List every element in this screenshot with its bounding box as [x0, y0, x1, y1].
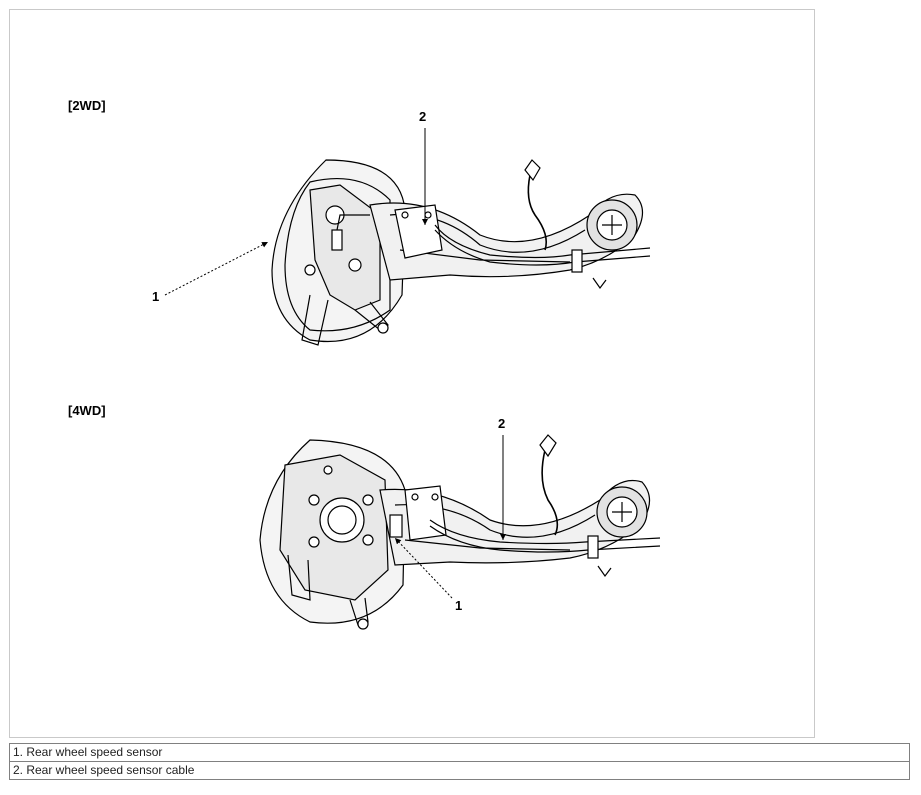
- rear-axle-diagram: [2WD] 1 2: [68, 98, 661, 630]
- legend-table: 1. Rear wheel speed sensor 2. Rear wheel…: [9, 743, 910, 780]
- callout-4wd-1: 1: [455, 598, 462, 613]
- assembly-2wd: [271, 159, 651, 346]
- section-4wd-label: [4WD]: [68, 403, 106, 418]
- legend-item-2: 2. Rear wheel speed sensor cable: [9, 761, 910, 780]
- figure-frame: [2WD] 1 2: [9, 9, 815, 738]
- legend-row: 2. Rear wheel speed sensor cable: [9, 761, 910, 780]
- callout-2wd-2: 2: [419, 109, 426, 124]
- callouts-4wd: 1 2: [394, 416, 506, 613]
- legend-row: 1. Rear wheel speed sensor: [9, 743, 910, 762]
- section-2wd-label: [2WD]: [68, 98, 106, 113]
- assembly-4wd: [259, 434, 661, 630]
- callout-2wd-1: 1: [152, 289, 159, 304]
- callout-4wd-2: 2: [498, 416, 505, 431]
- legend-item-1: 1. Rear wheel speed sensor: [9, 743, 910, 762]
- callouts-2wd: 1 2: [152, 109, 428, 304]
